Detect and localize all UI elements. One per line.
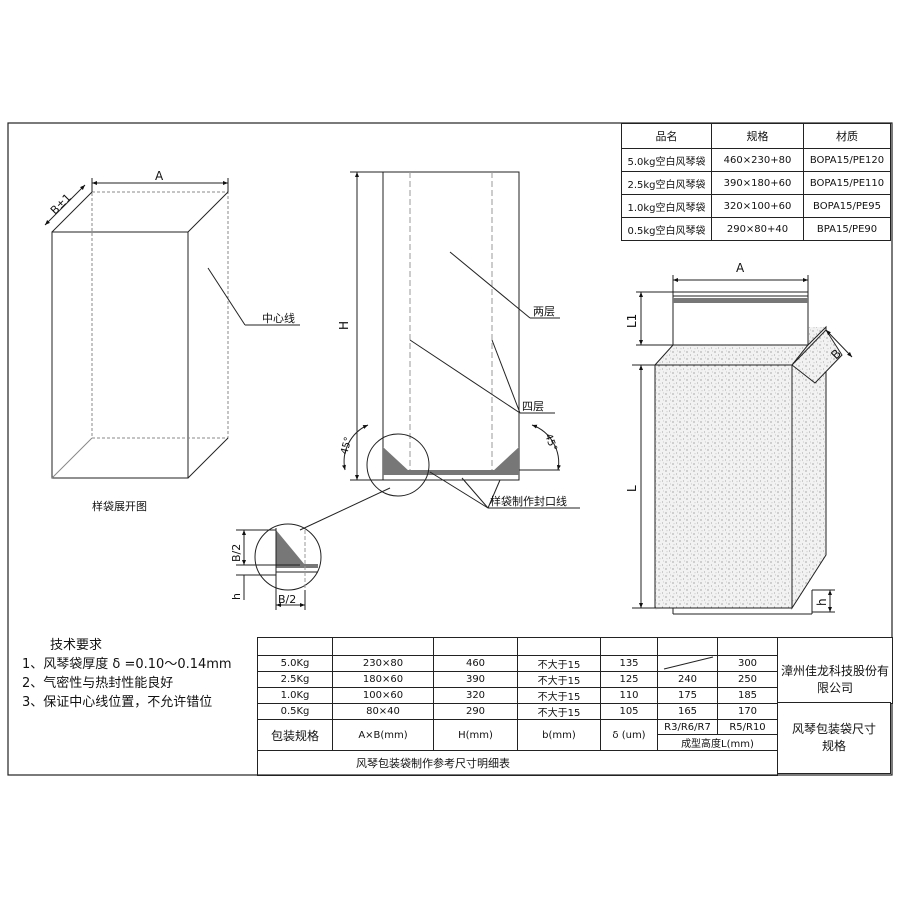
right-dim-h-label: h — [815, 598, 829, 606]
cell: 320×100+60 — [711, 194, 804, 218]
header-r5: R5/R10 — [717, 719, 778, 735]
detail-b2-horizontal-label: B/2 — [278, 593, 296, 606]
bag-formed-drawing — [632, 275, 853, 615]
center-line-label: 中心线 — [262, 311, 295, 325]
header-r3: R3/R6/R7 — [657, 719, 718, 735]
two-layer-label: 两层 — [533, 305, 555, 318]
dim-h-label: H — [337, 321, 351, 330]
cell: 185 — [717, 687, 778, 704]
expanded-caption: 样袋展开图 — [92, 499, 147, 513]
cell: 不大于15 — [517, 655, 601, 672]
tech-requirements: 技术要求 1、风琴袋厚度 δ =0.10～0.14mm 2、气密性与热封性能良好… — [22, 636, 232, 712]
cell: BPA15/PE90 — [803, 217, 891, 241]
cell: 100×60 — [332, 687, 434, 704]
four-layer-label: 四层 — [522, 400, 544, 413]
cell: 240 — [657, 671, 718, 688]
cell: 250 — [717, 671, 778, 688]
dim-a-label: A — [155, 169, 164, 183]
cell: 390×180+60 — [711, 171, 804, 195]
cell: 320 — [433, 687, 518, 704]
detail-b2-vertical-label: B/2 — [230, 544, 243, 562]
blank-row — [257, 637, 778, 656]
detail-h-label: h — [230, 593, 243, 600]
cell: BOPA15/PE110 — [803, 171, 891, 195]
size-table-caption: 风琴包装袋制作参考尺寸明细表 — [257, 750, 778, 776]
table-header-row: 品名 规格 材质 — [621, 123, 891, 149]
angle-left-label: 45° — [339, 436, 354, 456]
cell: 175 — [657, 687, 718, 704]
cell: 2.5Kg — [257, 671, 333, 688]
cell: 5.0kg空白风琴袋 — [621, 148, 712, 172]
corner-detail-drawing — [236, 523, 322, 610]
cell: 460×230+80 — [711, 148, 804, 172]
angle-right-label: 45° — [542, 432, 558, 452]
cell: 165 — [657, 703, 718, 720]
cell: 不大于15 — [517, 671, 601, 688]
header-package-spec: 包装规格 — [257, 719, 333, 751]
cell: 80×40 — [332, 703, 434, 720]
cell — [657, 655, 718, 672]
requirement-item: 3、保证中心线位置，不允许错位 — [22, 695, 213, 710]
cell: 230×80 — [332, 655, 434, 672]
header-thickness: δ (um) — [600, 719, 658, 751]
company-name: 漳州佳龙科技股份有限公司 — [777, 655, 893, 704]
cell: 300 — [717, 655, 778, 672]
seal-line-label: 样袋制作封口线 — [490, 494, 567, 508]
header-axb: A×B(mm) — [332, 719, 434, 751]
cell: BOPA15/PE120 — [803, 148, 891, 172]
header-spec: 规格 — [711, 123, 804, 149]
dim-l-label: L — [625, 485, 639, 492]
header-material: 材质 — [803, 123, 891, 149]
header-name: 品名 — [621, 123, 712, 149]
header-h: H(mm) — [433, 719, 518, 751]
cell: 不大于15 — [517, 687, 601, 704]
drawing-title: 风琴包装袋尺寸规格 — [777, 702, 891, 774]
dim-l1-label: L1 — [625, 314, 639, 328]
cell: 1.0kg空白风琴袋 — [621, 194, 712, 218]
header-b: b(mm) — [517, 719, 601, 751]
bag-expanded-drawing — [44, 178, 300, 479]
cell: 125 — [600, 671, 658, 688]
cell: 290 — [433, 703, 518, 720]
dim-b-label: B±1 — [48, 191, 74, 217]
cell: 390 — [433, 671, 518, 688]
cell: 180×60 — [332, 671, 434, 688]
cell: 135 — [600, 655, 658, 672]
cell: 1.0Kg — [257, 687, 333, 704]
company-cell-top — [777, 637, 893, 656]
cell: BOPA15/PE95 — [803, 194, 891, 218]
header-row: 包装规格 A×B(mm) H(mm) b(mm) δ (um) R3/R6/R7… — [257, 719, 778, 751]
cell: 460 — [433, 655, 518, 672]
cell: 105 — [600, 703, 658, 720]
cell: 2.5kg空白风琴袋 — [621, 171, 712, 195]
right-dim-a-label: A — [736, 261, 745, 275]
cell: 0.5Kg — [257, 703, 333, 720]
cell: 290×80+40 — [711, 217, 804, 241]
cell: 5.0Kg — [257, 655, 333, 672]
bag-front-drawing — [299, 171, 580, 531]
requirement-item: 2、气密性与热封性能良好 — [22, 676, 174, 691]
tech-requirements-title: 技术要求 — [50, 638, 103, 653]
cell: 170 — [717, 703, 778, 720]
cell: 110 — [600, 687, 658, 704]
header-forming-height: 成型高度L(mm) — [657, 734, 778, 751]
requirement-item: 1、风琴袋厚度 δ =0.10～0.14mm — [22, 657, 232, 672]
cell: 0.5kg空白风琴袋 — [621, 217, 712, 241]
cell: 不大于15 — [517, 703, 601, 720]
